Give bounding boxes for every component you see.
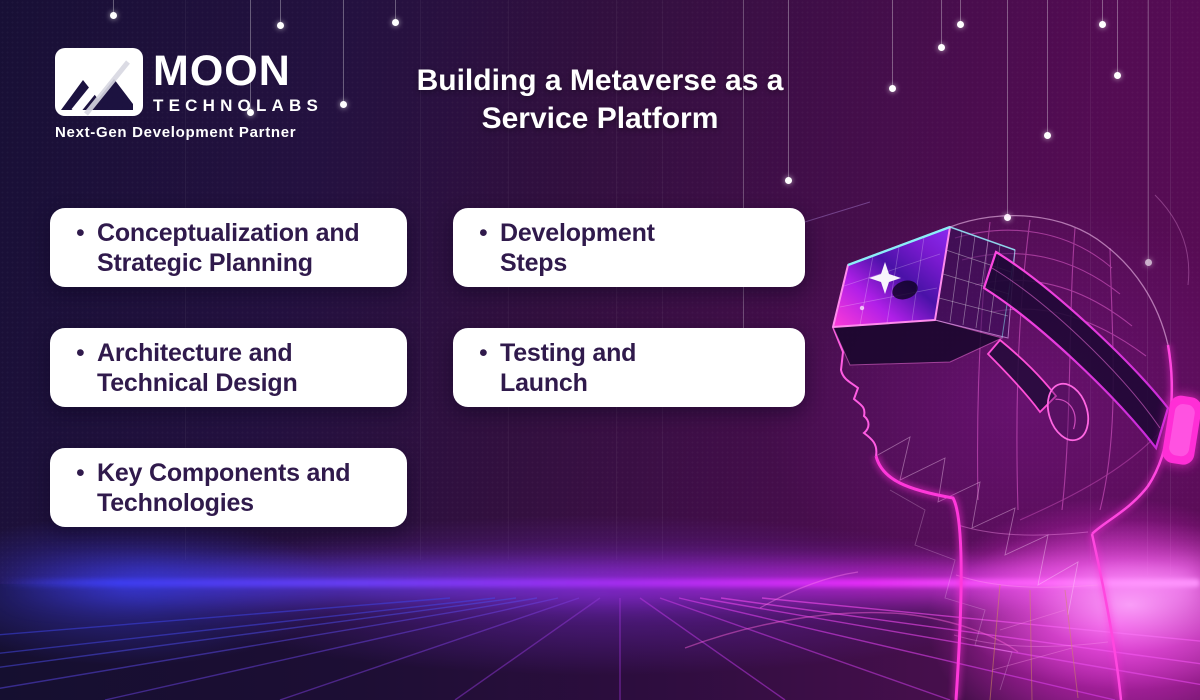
strap-back-pad [1162, 395, 1200, 465]
string-dot [1044, 132, 1051, 139]
cyan-edge-accent [949, 226, 1016, 251]
horizon-glow-line [0, 579, 1200, 587]
hanging-dot-string [889, 0, 896, 92]
string-dot [1145, 259, 1152, 266]
list-item-text-line1: Key Components and [97, 458, 351, 487]
list-item-text-line1: Development [500, 218, 655, 247]
cranium-back-outline [1091, 344, 1173, 535]
bullet-icon: • [76, 338, 85, 367]
string-dot [277, 22, 284, 29]
page-title: Building a Metaverse as a Service Platfo… [300, 62, 900, 138]
string-dot [247, 109, 254, 116]
vr-head-illustration [684, 194, 1200, 700]
hanging-dot-string [1099, 0, 1106, 28]
vr-headset [832, 225, 1016, 366]
page-title-line1: Building a Metaverse as a [416, 64, 784, 97]
string-dot [1114, 72, 1121, 79]
list-item-architecture: • Architecture and Technical Design [50, 328, 407, 407]
hanging-dot-string [110, 0, 117, 19]
neck-mesh [953, 524, 1109, 700]
list-item-text-line2: Technical Design [97, 368, 298, 397]
string-dot [392, 19, 399, 26]
cyan-edge-accent [847, 225, 951, 267]
neck-back-outline [1090, 533, 1123, 700]
facet-mesh [889, 489, 1013, 691]
jaw-neck-outline [874, 455, 963, 700]
bullet-icon: • [479, 218, 488, 247]
headset-lens [892, 280, 918, 300]
hanging-dot-string [957, 0, 964, 28]
list-item-key-components: • Key Components and Technologies [50, 448, 407, 527]
horizon-bright-core [950, 520, 1200, 690]
face-profile-nose-lips [832, 326, 878, 457]
string-dot [1099, 21, 1106, 28]
list-item-text-line2: Technologies [97, 488, 254, 517]
sparkle-icon [869, 262, 901, 294]
whisker-line [1154, 194, 1190, 286]
headset-strap-lower [986, 338, 1058, 414]
bg-vertical-line [420, 0, 421, 560]
bullet-icon: • [76, 458, 85, 487]
hanging-dot-string [1145, 0, 1152, 266]
list-item-text-line1: Testing and [500, 338, 637, 367]
brand-tagline: Next-Gen Development Partner [55, 124, 297, 141]
brand-subname: TECHNOLABS [153, 96, 324, 115]
list-item-conceptualization: • Conceptualization and Strategic Planni… [50, 208, 407, 287]
bullet-icon: • [479, 338, 488, 367]
brand-logo: MOON TECHNOLABS Next-Gen Development Par… [55, 48, 323, 141]
string-dot [110, 12, 117, 19]
sparkle-icon [859, 305, 865, 311]
perspective-grid-floor [0, 597, 1200, 700]
whisker-line [759, 571, 859, 609]
collar-curve [684, 611, 1019, 653]
bg-vertical-line [1090, 0, 1091, 560]
hanging-dot-string [1044, 0, 1051, 139]
bg-vertical-line [1170, 0, 1171, 575]
list-item-text-line2: Launch [500, 368, 588, 397]
hanging-dot-string [277, 0, 284, 29]
moon-technolabs-logo-icon [55, 48, 143, 116]
string-dot [889, 85, 896, 92]
hanging-dot-string [247, 0, 254, 116]
list-item-text-line2: Strategic Planning [97, 248, 313, 277]
bullet-icon: • [76, 218, 85, 247]
list-item-development-steps: • Development Steps [453, 208, 805, 287]
list-item-text-line1: Conceptualization and [97, 218, 360, 247]
cranium-outline [949, 215, 1169, 346]
strap-highlight [991, 267, 1161, 429]
hanging-dot-string [1004, 0, 1011, 221]
hanging-dot-string [340, 0, 347, 108]
string-dot [957, 21, 964, 28]
hanging-dot-string [1114, 0, 1121, 79]
brand-name: MOON [153, 47, 291, 95]
hanging-dot-string [938, 0, 945, 51]
jaw-glow [872, 454, 966, 700]
bg-vertical-line [1147, 0, 1148, 575]
string-dot [1004, 214, 1011, 221]
hanging-dot-string [785, 0, 792, 184]
whisker-line [794, 201, 871, 226]
ear-outline [1046, 382, 1090, 442]
string-dot [785, 177, 792, 184]
string-dot [938, 44, 945, 51]
list-item-text-line2: Steps [500, 248, 568, 277]
list-item-text-line1: Architecture and [97, 338, 293, 367]
headset-front-grid [839, 236, 941, 326]
headset-strap [982, 250, 1170, 451]
string-dot [340, 101, 347, 108]
page-title-line2: Service Platform [481, 102, 719, 135]
list-item-testing-launch: • Testing and Launch [453, 328, 805, 407]
hanging-dot-string [392, 0, 399, 26]
